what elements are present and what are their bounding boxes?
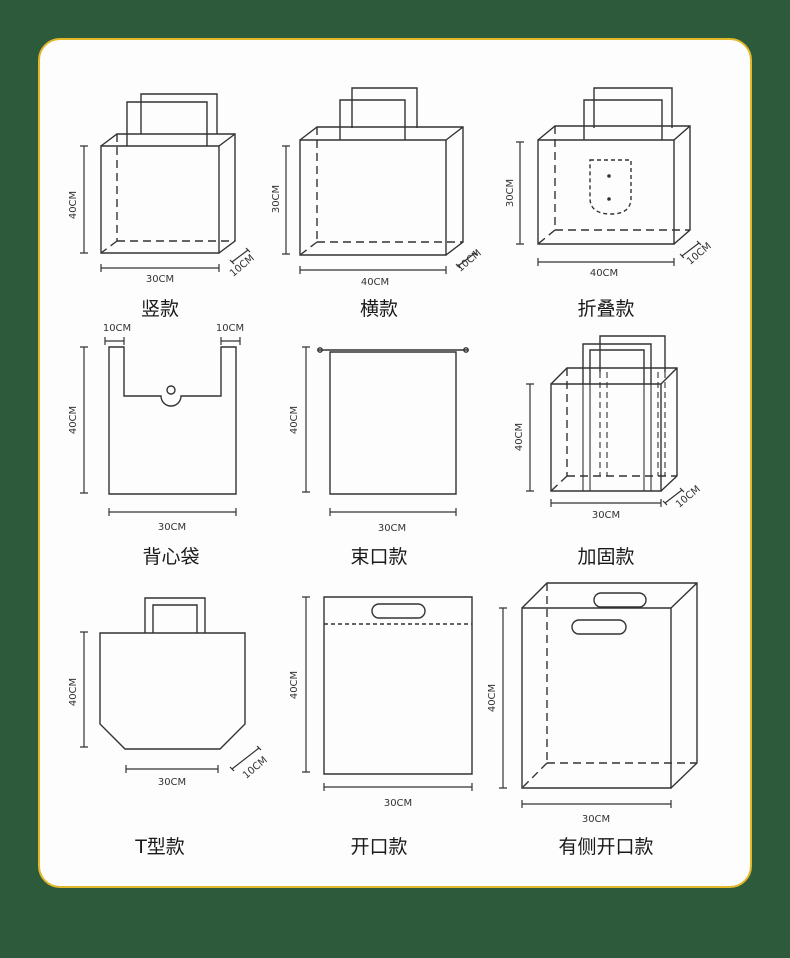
diagram-panel	[38, 38, 752, 888]
dim-height-7: 40CM	[68, 678, 79, 706]
dim-height-9: 40CM	[487, 684, 498, 712]
dim-width-7: 30CM	[158, 777, 186, 788]
dim-height-4: 40CM	[68, 406, 79, 434]
bag-horizontal	[282, 87, 478, 274]
dim-width-6: 30CM	[592, 510, 620, 521]
bag-die-cut	[302, 596, 473, 791]
bag-folding	[516, 87, 702, 266]
bag-drawstring	[302, 346, 469, 516]
caption-vest: 背心袋	[142, 546, 200, 568]
bag-vertical	[80, 93, 251, 272]
dim-height-5: 40CM	[289, 406, 300, 434]
caption-side-gusset-die-cut: 有侧开口款	[558, 836, 654, 858]
dim-depth-1: 10CM	[228, 253, 257, 280]
dim-width-8: 30CM	[384, 798, 412, 809]
dim-height-1: 40CM	[68, 191, 79, 219]
dim-width-9: 30CM	[582, 814, 610, 825]
caption-drawstring: 束口款	[350, 546, 408, 568]
dim-depth-6: 10CM	[674, 484, 703, 511]
bag-side-gusset-die-cut	[499, 582, 698, 808]
dim-height-3: 30CM	[505, 179, 516, 207]
dim-handle-left-4: 10CM	[103, 323, 131, 334]
dim-height-6: 40CM	[514, 423, 525, 451]
dim-depth-2: 10CM	[455, 248, 484, 275]
dim-handle-right-4: 10CM	[216, 323, 244, 334]
caption-t-shape: T型款	[135, 836, 185, 858]
caption-horizontal: 横款	[359, 298, 398, 320]
caption-folding: 折叠款	[577, 298, 635, 320]
caption-vertical: 竖款	[140, 298, 179, 320]
bag-vest	[80, 337, 241, 516]
caption-reinforced: 加固款	[577, 546, 635, 568]
bag-t-shape	[80, 597, 262, 773]
dim-width-2: 40CM	[361, 277, 389, 288]
dim-width-1: 30CM	[146, 274, 174, 285]
dim-depth-3: 10CM	[685, 241, 714, 268]
caption-die-cut: 开口款	[350, 836, 408, 858]
dim-height-2: 30CM	[271, 185, 282, 213]
dim-height-8: 40CM	[289, 671, 300, 699]
dim-width-3: 40CM	[590, 268, 618, 279]
dim-width-5: 30CM	[378, 523, 406, 534]
bag-reinforced	[526, 335, 685, 507]
dim-width-4: 30CM	[158, 522, 186, 533]
